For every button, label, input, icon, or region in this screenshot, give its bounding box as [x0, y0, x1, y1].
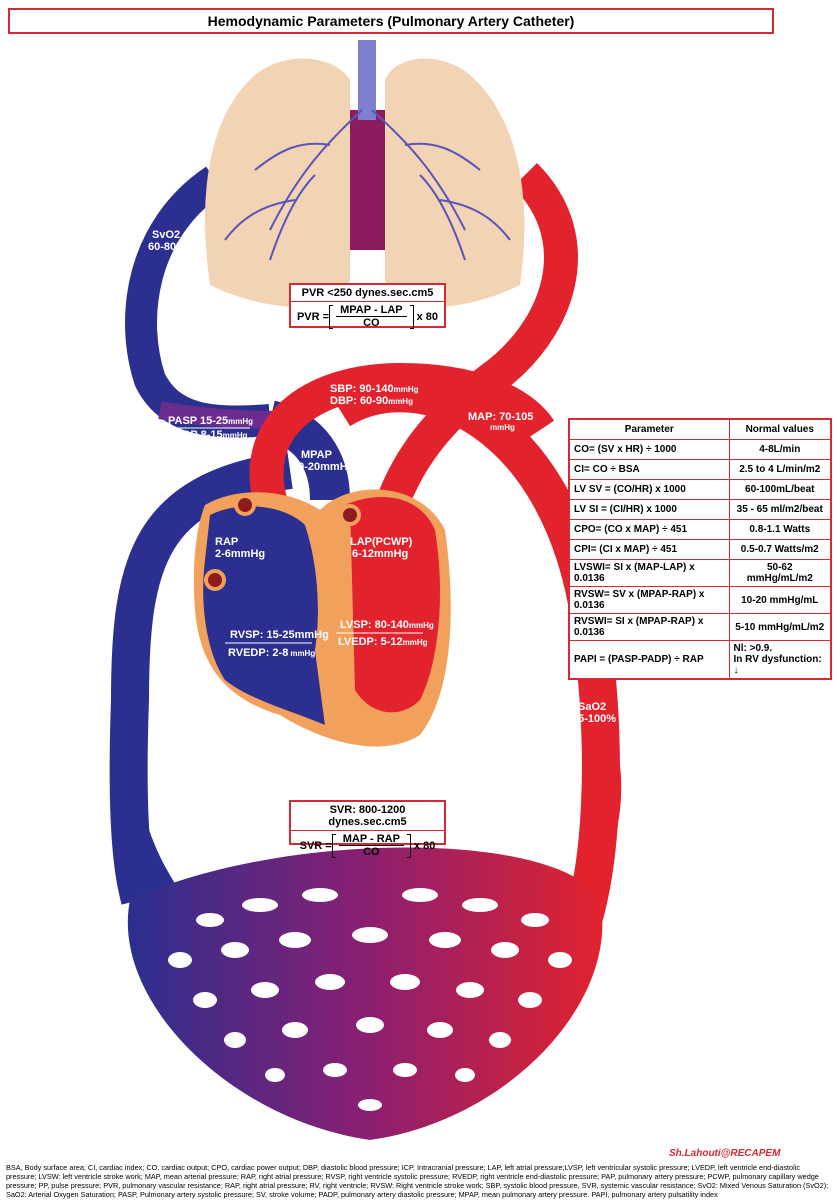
- trachea: [358, 40, 376, 120]
- map-label: MAP: 70-105: [468, 411, 533, 423]
- sbp-label: SBP: 90-140mmHg: [330, 383, 419, 395]
- pvr-normal-range: PVR <250 dynes.sec.cm5: [291, 285, 444, 302]
- pvr-denominator: CO: [363, 317, 380, 329]
- pulmonary-vein-right: [373, 162, 578, 516]
- author-signature: Sh.Lahouti@RECAPEM: [669, 1148, 781, 1159]
- svr-fraction: MAP - RAP CO: [338, 833, 404, 858]
- capillary-holes: [168, 888, 572, 1111]
- abbreviations-footnote: BSA, Body surface area; CI, cardiac inde…: [6, 1163, 829, 1199]
- lvedp-label: LVEDP: 5-12mmHg: [338, 636, 428, 648]
- sao2-value: 95-100%: [572, 713, 616, 725]
- param-cell: RVSWI= SI x (MPAP-RAP) x 0.0136: [568, 613, 730, 641]
- right-heart-chambers: [203, 506, 325, 725]
- mpap-value: 10-20mmHg: [292, 461, 354, 473]
- value-cell: 35 - 65 ml/m2/beat: [728, 499, 832, 520]
- aortic-arch: [249, 362, 555, 505]
- header-normal-values: Normal values: [728, 418, 832, 440]
- param-cell: LV SV = (CO/HR) x 1000: [568, 479, 730, 500]
- svr-bracket-open: [331, 833, 336, 858]
- param-cell: PAPI = (PASP-PADP) ÷ RAP: [568, 640, 730, 680]
- svr-lhs: SVR =: [299, 839, 332, 852]
- param-cell: CO= (SV x HR) ÷ 1000: [568, 439, 730, 460]
- valve-left-mid: [204, 569, 226, 591]
- value-cell: 0.8-1.1 Watts: [728, 519, 832, 540]
- value-cell: 4-8L/min: [728, 439, 832, 460]
- svr-bracket-close: [406, 833, 411, 858]
- param-cell: LVSWI= SI x (MAP-LAP) x 0.0136: [568, 559, 730, 587]
- param-cell: CI= CO ÷ BSA: [568, 459, 730, 480]
- svo2-value: 60-80%: [148, 241, 186, 253]
- svr-factor: x 80: [413, 839, 436, 852]
- lung-left: [205, 58, 350, 307]
- rap-value: 2-6mmHg: [215, 548, 265, 560]
- pvr-fraction: MPAP - LAP CO: [336, 304, 407, 329]
- value-cell: 50-62 mmHg/mL/m2: [728, 559, 832, 587]
- pvr-formula: PVR = MPAP - LAP CO x 80: [291, 302, 444, 331]
- param-cell: CPO= (CO x MAP) ÷ 451: [568, 519, 730, 540]
- param-cell: RVSW= SV x (MPAP-RAP) x 0.0136: [568, 586, 730, 614]
- param-cell: LV SI = (CI/HR) x 1000: [568, 499, 730, 520]
- table-header-row: Parameter Normal values: [568, 418, 832, 440]
- pvr-lhs: PVR =: [296, 310, 330, 323]
- lap-label: LAP(PCWP): [350, 536, 413, 548]
- rap-label: RAP: [215, 536, 238, 548]
- papi-normal: Nl: >0.9.: [733, 643, 773, 654]
- pvr-bracket-open: [329, 304, 334, 329]
- systemic-venous-return: [109, 451, 293, 905]
- padp-label: PADP 8-15mmHg: [168, 429, 248, 441]
- dbp-label: DBP: 60-90mmHg: [330, 395, 413, 407]
- lung-right: [385, 58, 525, 307]
- svr-denominator: CO: [363, 846, 380, 858]
- septum: [305, 505, 355, 725]
- rvsp-label: RVSP: 15-25mmHg: [230, 629, 329, 641]
- svr-normal-range: SVR: 800-1200 dynes.sec.cm5: [291, 802, 444, 831]
- value-cell: 2.5 to 4 L/min/m2: [728, 459, 832, 480]
- map-unit: mmHg: [490, 423, 515, 432]
- svo2-label: SvO2: [152, 229, 180, 241]
- pasp-label: PASP 15-25mmHg: [168, 415, 253, 427]
- value-cell: Nl: >0.9. In RV dysfunction: ↓: [728, 640, 832, 680]
- parameters-table: Parameter Normal values CO= (SV x HR) ÷ …: [568, 418, 832, 680]
- mpap-label: MPAP: [301, 449, 332, 461]
- bronchial-tree: [224, 109, 511, 261]
- valve-left-top: [234, 494, 256, 516]
- pvr-numerator: MPAP - LAP: [336, 304, 407, 317]
- value-cell: 0.5-0.7 Watts/m2: [728, 539, 832, 560]
- value-cell: 60-100mL/beat: [728, 479, 832, 500]
- lap-value: 6-12mmHg: [352, 548, 408, 560]
- pvr-factor: x 80: [416, 310, 439, 323]
- systemic-capillary-bed: [127, 847, 603, 1140]
- table-row: PAPI = (PASP-PADP) ÷ RAP Nl: >0.9. In RV…: [568, 640, 832, 680]
- value-cell: 5-10 mmHg/mL/m2: [728, 613, 832, 641]
- svr-formula: SVR = MAP - RAP CO x 80: [291, 831, 444, 860]
- lvsp-label: LVSP: 80-140mmHg: [340, 619, 434, 631]
- value-cell: 10-20 mmHg/mL: [728, 586, 832, 614]
- param-cell: CPI= (CI x MAP) ÷ 451: [568, 539, 730, 560]
- sao2-label: SaO2: [578, 701, 606, 713]
- header-parameter: Parameter: [568, 418, 730, 440]
- pvr-formula-box: PVR <250 dynes.sec.cm5 PVR = MPAP - LAP …: [289, 283, 446, 331]
- svr-numerator: MAP - RAP: [338, 833, 404, 846]
- svr-formula-box: SVR: 800-1200 dynes.sec.cm5 SVR = MAP - …: [289, 800, 446, 858]
- pvr-bracket-close: [409, 304, 414, 329]
- papi-rv-dysfunction: In RV dysfunction: ↓: [733, 654, 822, 676]
- valve-right-top: [339, 504, 361, 526]
- left-heart-chambers: [343, 497, 440, 713]
- page-title: Hemodynamic Parameters (Pulmonary Artery…: [8, 8, 774, 34]
